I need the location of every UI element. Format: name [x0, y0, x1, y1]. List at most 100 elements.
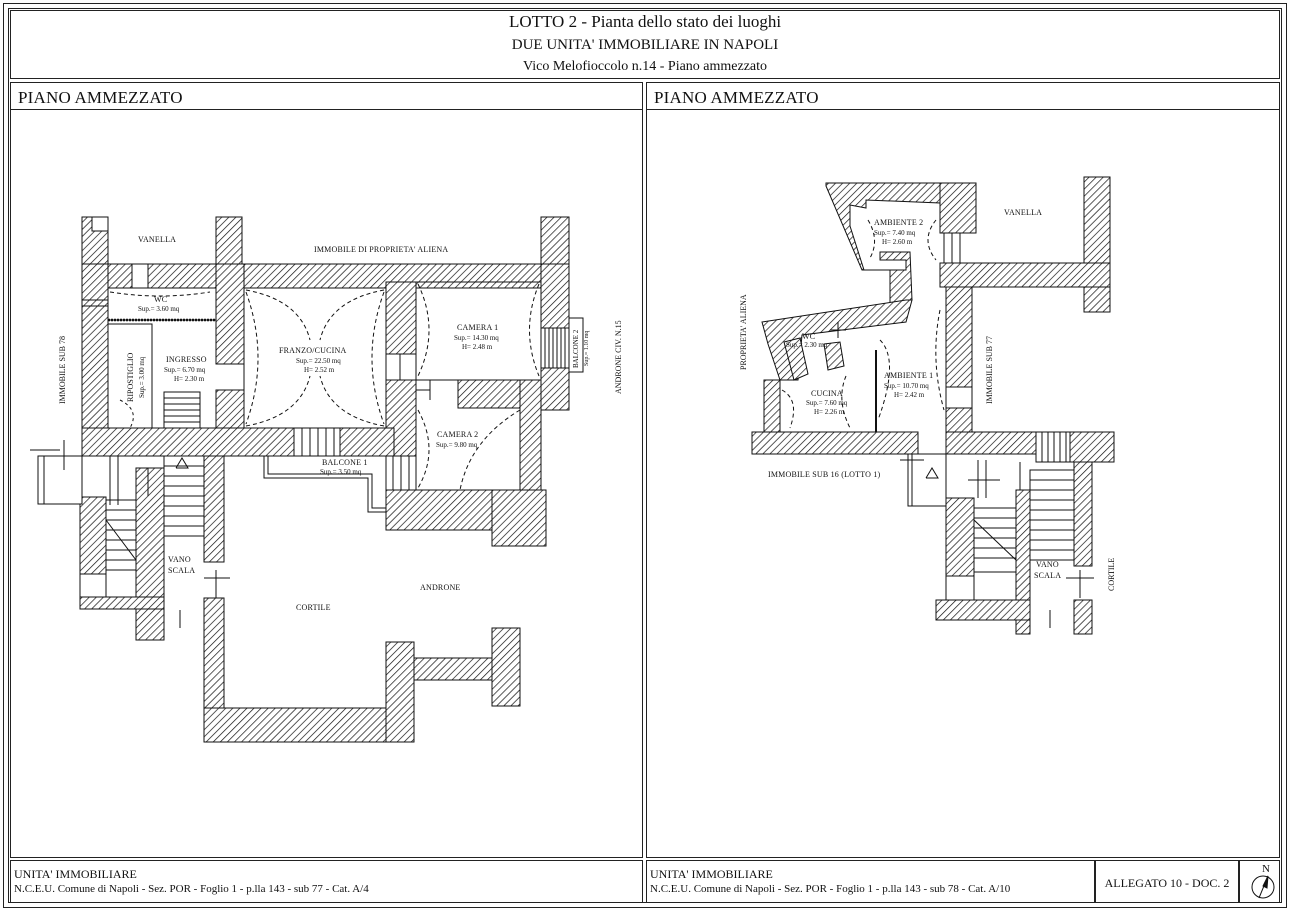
wall	[763, 379, 781, 433]
label-balcone2-sup: Sup.= 1.10 mq	[584, 330, 590, 366]
right-footer-line2: N.C.E.U. Comune di Napoli - Sez. POR - F…	[650, 883, 1011, 895]
wall	[939, 262, 1111, 288]
sheet-address: Vico Melofioccolo n.14 - Piano ammezzato	[522, 59, 768, 74]
label-ingresso-sup: Sup.= 6.70 mq	[164, 366, 206, 374]
label-cucina-sup: Sup.= 7.60 mq	[806, 399, 848, 407]
label-cucina-h: H= 2.26 m	[814, 408, 845, 416]
wall	[385, 641, 415, 743]
label-ingresso-h: H= 2.30 m	[174, 375, 205, 383]
label-ambiente1-h: H= 2.42 m	[894, 391, 925, 399]
wall	[385, 281, 417, 355]
right-footer-box	[646, 860, 1095, 903]
wall	[81, 263, 109, 457]
wall	[413, 657, 493, 681]
label-camera1: CAMERA 1	[457, 323, 499, 332]
right-footer-line1: UNITA' IMMOBILIARE	[650, 867, 773, 881]
wall	[519, 379, 542, 496]
left-floor-plan	[79, 216, 570, 743]
label-cortile-left: CORTILE	[296, 603, 331, 612]
wall	[203, 455, 225, 563]
right-panel-frame	[646, 82, 1280, 858]
left-panel-title-rule	[10, 109, 643, 110]
label-immobile-sub77: IMMOBILE SUB 77	[985, 335, 994, 404]
label-ingresso: INGRESSO	[166, 355, 207, 364]
label-cucina: CUCINA	[811, 389, 843, 398]
label-balcone2: BALCONE 2	[572, 329, 580, 368]
label-vano-left: VANO	[168, 555, 191, 564]
sheet-subtitle: DUE UNITA' IMMOBILIARE IN NAPOLI	[511, 37, 779, 53]
room-wc	[107, 287, 217, 321]
wall	[81, 427, 395, 457]
left-footer-line2: N.C.E.U. Comune di Napoli - Sez. POR - F…	[14, 883, 369, 895]
wall	[135, 467, 165, 641]
right-floor-plan	[751, 176, 1115, 635]
label-balcone1: BALCONE 1	[322, 458, 368, 467]
wall	[540, 367, 570, 411]
wall	[215, 263, 245, 365]
right-panel-title-rule	[646, 109, 1280, 110]
wall	[939, 182, 977, 234]
label-camera1-sup: Sup.= 14.30 mq	[454, 334, 499, 342]
wall	[203, 707, 415, 743]
label-immobile-sub78: IMMOBILE SUB 78	[58, 335, 67, 404]
label-wc: WC	[154, 295, 168, 304]
label-wc-right-sup: Sup.= 2.30 mq	[786, 341, 828, 349]
label-wc-sup: Sup.= 3.60 mq	[138, 305, 180, 313]
wall	[935, 599, 1031, 621]
label-ambiente2: AMBIENTE 2	[874, 218, 924, 227]
label-franzo: FRANZO/CUCINA	[279, 346, 347, 355]
label-cortile-right: CORTILE	[1107, 557, 1116, 591]
label-immobile-sub16: IMMOBILE SUB 16 (LOTTO 1)	[768, 470, 881, 479]
right-panel-title: PIANO AMMEZZATO	[654, 88, 819, 107]
title-box	[10, 10, 1280, 79]
label-camera2-sup: Sup.= 9.80 mq	[436, 441, 478, 449]
left-panel-title: PIANO AMMEZZATO	[18, 88, 183, 107]
label-proprieta-aliena-right: PROPRIETA' ALIENA	[739, 294, 748, 370]
label-ambiente2-sup: Sup.= 7.40 mq	[874, 229, 916, 237]
north-label: N	[1262, 863, 1270, 875]
wall	[1083, 176, 1111, 313]
inner-frame	[8, 8, 1282, 903]
label-scala-left: SCALA	[168, 566, 196, 575]
north-box	[1239, 860, 1280, 903]
label-androne: ANDRONE	[420, 583, 461, 592]
label-camera1-h: H= 2.48 m	[462, 343, 493, 351]
label-ambiente1: AMBIENTE 1	[884, 371, 934, 380]
wall	[1073, 461, 1093, 567]
outer-frame	[3, 3, 1287, 908]
wall	[751, 431, 919, 455]
wall	[491, 627, 521, 707]
label-ambiente2-h: H= 2.60 m	[882, 238, 913, 246]
north-arrow	[1251, 875, 1275, 899]
wall	[215, 216, 243, 268]
sheet-title: LOTTO 2 - Pianta dello stato dei luoghi	[508, 12, 782, 31]
label-balcone1-sup: Sup.= 3.50 mq	[320, 468, 362, 476]
label-camera2: CAMERA 2	[437, 430, 479, 439]
label-androne-civ: ANDRONE CIV. N.15	[614, 320, 623, 394]
label-wc-right: WC	[802, 332, 816, 341]
right-plan-lines	[781, 219, 1094, 628]
label-ripostiglio: RIPOSTIGLIO	[126, 352, 135, 402]
allegato-label: ALLEGATO 10 - DOC. 2	[1104, 876, 1230, 890]
label-vanella-left: VANELLA	[138, 235, 177, 244]
label-vano-right: VANO	[1036, 560, 1059, 569]
allegato-box	[1095, 860, 1239, 903]
label-franzo-sup: Sup.= 22.50 mq	[296, 357, 341, 365]
wall	[81, 263, 570, 289]
label-ambiente1-sup: Sup.= 10.70 mq	[884, 382, 929, 390]
label-franzo-h: H= 2.52 m	[304, 366, 335, 374]
left-plan-lines	[30, 216, 584, 628]
wall	[540, 263, 570, 329]
left-footer-box	[10, 860, 643, 903]
left-panel-frame	[10, 82, 643, 858]
label-proprieta-aliena: IMMOBILE DI PROPRIETA' ALIENA	[314, 245, 449, 254]
label-vanella-right: VANELLA	[1004, 208, 1043, 217]
wall	[540, 216, 570, 268]
label-scala-right: SCALA	[1034, 571, 1062, 580]
label-ripostiglio-sup: Sup.= 3.00 mq	[138, 356, 146, 398]
wall	[945, 286, 973, 388]
wall	[79, 596, 165, 610]
wall	[1073, 599, 1093, 635]
